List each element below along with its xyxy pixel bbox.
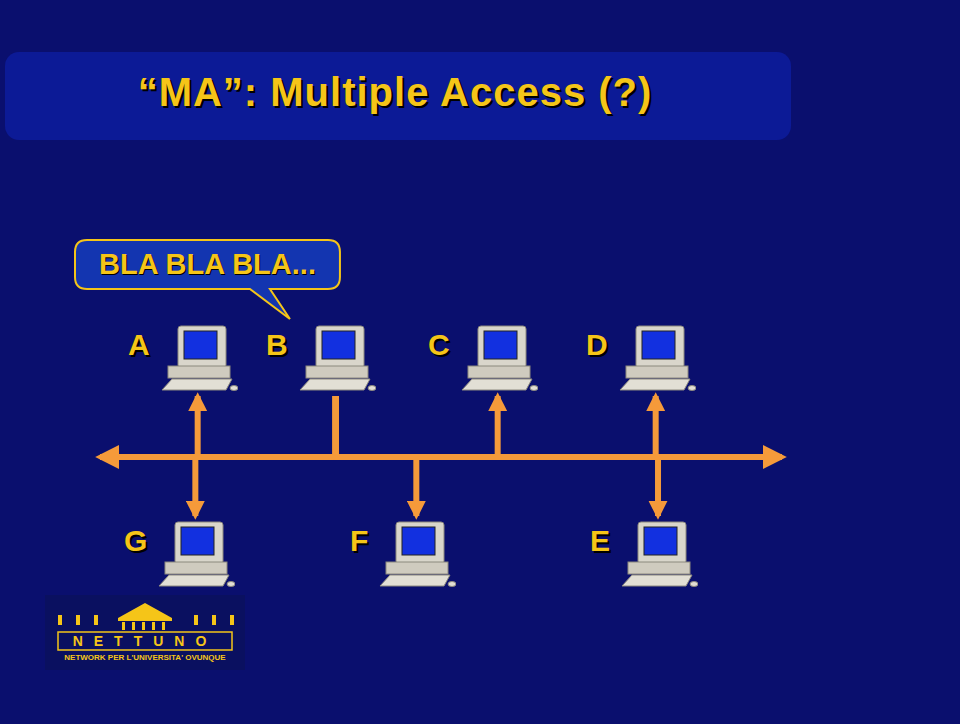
computer-node: E xyxy=(590,518,698,590)
computer-node: C xyxy=(428,322,538,394)
signal-arrow xyxy=(198,396,336,457)
speech-bubble: BLA BLA BLA... xyxy=(75,240,340,289)
computer-icon xyxy=(296,322,376,394)
computer-node: F xyxy=(350,518,456,590)
signal-arrow xyxy=(336,396,417,516)
computer-node: A xyxy=(128,322,238,394)
logo xyxy=(45,595,245,670)
node-letter: C xyxy=(428,328,450,362)
signal-arrow xyxy=(195,396,335,516)
node-letter: D xyxy=(586,328,608,362)
node-letter: F xyxy=(350,524,368,558)
computer-icon xyxy=(158,322,238,394)
computer-node: G xyxy=(124,518,235,590)
signal-arrow xyxy=(336,396,656,457)
computer-node: B xyxy=(266,322,376,394)
logo-text: NETWORK PER L'UNIVERSITA' OVUNQUE xyxy=(50,652,240,664)
signal-arrow xyxy=(336,396,498,457)
bus-line xyxy=(100,454,782,460)
computer-icon xyxy=(618,518,698,590)
computer-node: D xyxy=(586,322,696,394)
computer-icon xyxy=(155,518,235,590)
node-letter: E xyxy=(590,524,610,558)
signal-arrow xyxy=(336,396,658,516)
computer-icon xyxy=(376,518,456,590)
computer-icon xyxy=(458,322,538,394)
node-letter: B xyxy=(266,328,288,362)
node-letter: A xyxy=(128,328,150,362)
computer-icon xyxy=(616,322,696,394)
title: “MA”: Multiple Access (?) xyxy=(0,70,790,115)
node-letter: G xyxy=(124,524,147,558)
logo-text: NETTUNO xyxy=(58,632,232,650)
speech-text: BLA BLA BLA... xyxy=(99,248,316,281)
